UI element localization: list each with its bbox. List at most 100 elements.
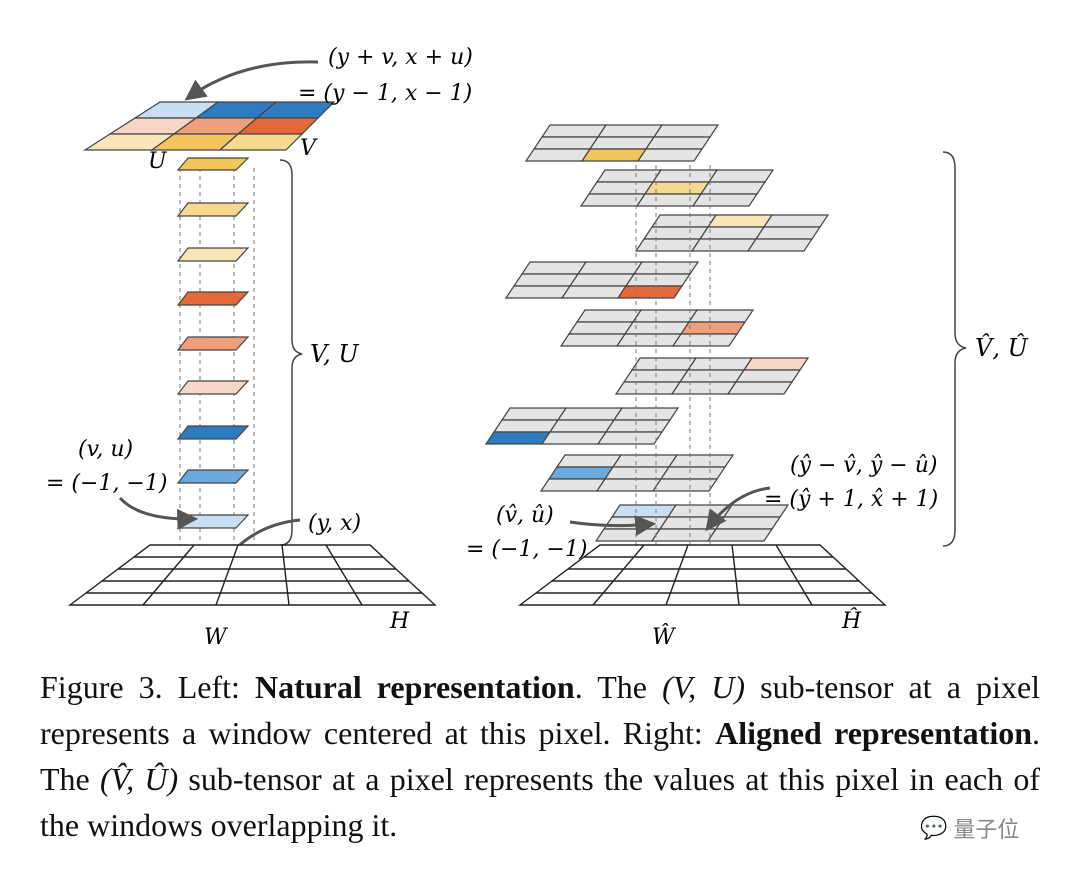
top-annotation-line2: = (y − 1, x − 1)	[298, 81, 472, 106]
gray-cell	[596, 124, 664, 138]
gray-cell	[575, 309, 643, 323]
top-window-grid	[82, 101, 336, 151]
aligned-layer	[634, 214, 830, 252]
gray-cell	[587, 181, 655, 195]
caption-vu-hat: (V̂, Û)	[100, 761, 179, 797]
caption-vu: (V, U)	[662, 669, 746, 705]
caption-text-3: . The	[40, 715, 1041, 797]
gray-cell	[651, 169, 719, 183]
gray-cell	[670, 381, 738, 395]
label-W-hat: Ŵ	[652, 623, 677, 650]
aligned-layer	[539, 454, 735, 492]
right-annotation-line2: = (ŷ + 1, x̂ + 1)	[764, 487, 938, 512]
right-annotation-line1: (ŷ − v̂, ŷ − û)	[790, 453, 937, 478]
gray-cell	[652, 124, 720, 138]
gray-cell	[567, 321, 635, 335]
label-H: H	[389, 609, 410, 634]
yx-annotation: (y, x)	[308, 511, 361, 536]
highlighted-cell	[484, 431, 552, 445]
wechat-icon: 💬	[920, 815, 948, 841]
gray-cell	[603, 466, 671, 480]
figure-diagram: U V V, U (y + v, x + u) = (y − 1, x − 1)	[46, 45, 1029, 650]
stacked-cells	[176, 157, 250, 529]
gray-cell	[706, 528, 774, 542]
right-vu-arrow	[569, 515, 657, 537]
aligned-layer	[504, 261, 700, 299]
right-aligned-representation: V̂, Û (ŷ − v̂, ŷ − û) = (ŷ + 1, x̂ + 1) …	[466, 124, 1029, 650]
gray-cell	[699, 181, 767, 195]
right-base-grid	[517, 544, 887, 606]
gray-cell	[555, 454, 623, 468]
gray-cell	[707, 169, 775, 183]
gray-cell	[504, 285, 572, 299]
left-brace	[279, 159, 303, 546]
gray-cell	[651, 478, 719, 492]
left-base-grid	[67, 544, 437, 606]
gray-cell	[734, 369, 802, 383]
right-arrow	[705, 486, 771, 532]
gray-cell	[595, 478, 663, 492]
aligned-layer	[484, 407, 680, 445]
gray-cell	[746, 238, 814, 252]
gray-cell	[540, 431, 608, 445]
gray-cell	[762, 214, 830, 228]
top-annotation-line1: (y + v, x + u)	[328, 45, 473, 70]
right-vu-line2: = (−1, −1)	[466, 537, 587, 562]
gray-cell	[520, 261, 588, 275]
gray-cell	[512, 273, 580, 287]
aligned-layer	[559, 309, 755, 347]
gray-cell	[635, 193, 703, 207]
gray-cell	[614, 381, 682, 395]
gray-cell	[642, 226, 710, 240]
vu-annotation-line2: = (−1, −1)	[46, 471, 167, 496]
gray-cell	[539, 478, 607, 492]
right-brace	[942, 151, 967, 547]
watermark: 💬 量子位	[920, 812, 1019, 844]
gray-cell	[532, 136, 600, 150]
left-natural-representation: U V V, U (y + v, x + u) = (y − 1, x − 1)	[46, 45, 473, 650]
gray-cell	[686, 357, 754, 371]
caption-bold-aligned: Aligned representation	[715, 715, 1033, 751]
aligned-layers	[484, 124, 830, 542]
watermark-text: 量子位	[953, 818, 1020, 843]
highlighted-cell	[643, 181, 711, 195]
gray-cell	[623, 321, 691, 335]
gray-cell	[560, 285, 628, 299]
gray-cell	[596, 431, 664, 445]
gray-cell	[726, 381, 794, 395]
aligned-layer	[579, 169, 775, 207]
gray-cell	[667, 454, 735, 468]
label-W: W	[204, 625, 229, 650]
gray-cell	[632, 261, 700, 275]
gray-cell	[588, 136, 656, 150]
gray-cell	[548, 419, 616, 433]
caption-text-2: sub-tensor at a pixel represents a windo…	[40, 669, 1041, 751]
gray-cell	[650, 528, 718, 542]
gray-cell	[604, 419, 672, 433]
gray-cell	[690, 238, 758, 252]
gray-cell	[524, 148, 592, 162]
gray-cell	[611, 454, 679, 468]
aligned-layer	[524, 124, 720, 162]
gray-cell	[659, 466, 727, 480]
aligned-layer	[614, 357, 810, 395]
gray-cell	[568, 273, 636, 287]
gray-cell	[754, 226, 822, 240]
gray-cell	[691, 193, 759, 207]
gray-cell	[540, 124, 608, 138]
gray-cell	[650, 214, 718, 228]
highlighted-cell	[547, 466, 615, 480]
label-U: U	[148, 149, 168, 174]
gray-cell	[500, 407, 568, 421]
highlighted-cell	[616, 285, 684, 299]
gray-cell	[644, 136, 712, 150]
highlighted-cell	[706, 214, 774, 228]
gray-cell	[687, 309, 755, 323]
gray-cell	[671, 333, 739, 347]
highlighted-cell	[610, 504, 678, 518]
gray-cell	[630, 357, 698, 371]
gray-cell	[579, 193, 647, 207]
top-arrow	[184, 60, 319, 101]
gray-cell	[615, 333, 683, 347]
vu-arrow	[118, 496, 199, 530]
